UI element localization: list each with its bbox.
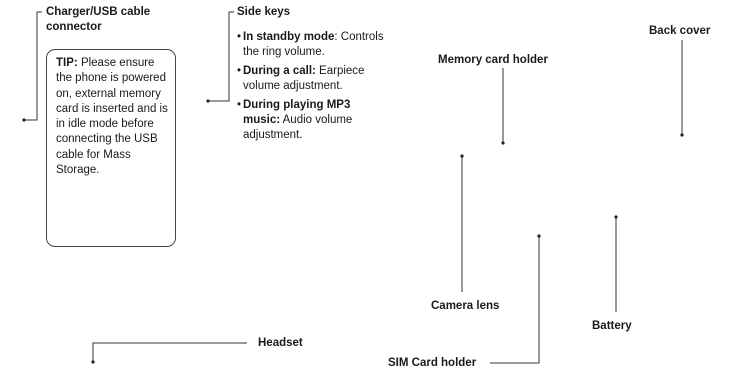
memory-card-label: Memory card holder	[438, 54, 548, 66]
battery-dot	[614, 215, 618, 219]
charger-dot	[22, 118, 26, 122]
tip-heading: TIP:	[56, 57, 78, 69]
bullet-icon: •	[237, 99, 242, 111]
tip-text: Please ensure the phone is powered on, e…	[56, 57, 168, 177]
side-keys-desc: Audio volume adjustment.	[243, 114, 353, 141]
side-keys-term: During playing MP3 music:	[243, 99, 351, 126]
side-keys-item: • During playing MP3 music: Audio volume…	[237, 98, 387, 143]
sim-card-label: SIM Card holder	[388, 357, 477, 369]
side-keys-list: • In standby mode: Controls the ring vol…	[237, 30, 387, 147]
side-keys-dot	[206, 99, 210, 103]
headset-label: Headset	[258, 337, 303, 349]
back-cover-dot	[680, 133, 684, 137]
side-keys-term: In standby mode	[243, 31, 335, 43]
headset-dot	[91, 360, 95, 364]
sim-card-dot	[537, 234, 541, 238]
side-keys-desc: : Controls the ring volume.	[243, 31, 384, 58]
charger-label: Charger/USB cable connector	[46, 6, 151, 33]
headset-leader	[92, 342, 247, 362]
charger-leader	[24, 11, 42, 121]
side-keys-term: During a call:	[243, 65, 316, 77]
tip-box: TIP: Please ensure the phone is powered …	[46, 49, 176, 247]
side-keys-leader	[208, 11, 234, 102]
bullet-icon: •	[237, 65, 242, 77]
side-keys-item: • During a call: Earpiece volume adjustm…	[237, 64, 387, 94]
back-cover-label: Back cover	[649, 25, 711, 37]
memory-card-dot	[501, 141, 505, 145]
side-keys-desc: Earpiece volume adjustment.	[243, 65, 365, 92]
camera-lens-label: Camera lens	[431, 300, 500, 312]
side-keys-label: Side keys	[237, 6, 291, 18]
sim-card-leader	[490, 236, 540, 364]
bullet-icon: •	[237, 31, 242, 43]
side-keys-item: • In standby mode: Controls the ring vol…	[237, 30, 387, 60]
camera-lens-dot	[460, 154, 464, 158]
battery-label: Battery	[592, 320, 632, 332]
